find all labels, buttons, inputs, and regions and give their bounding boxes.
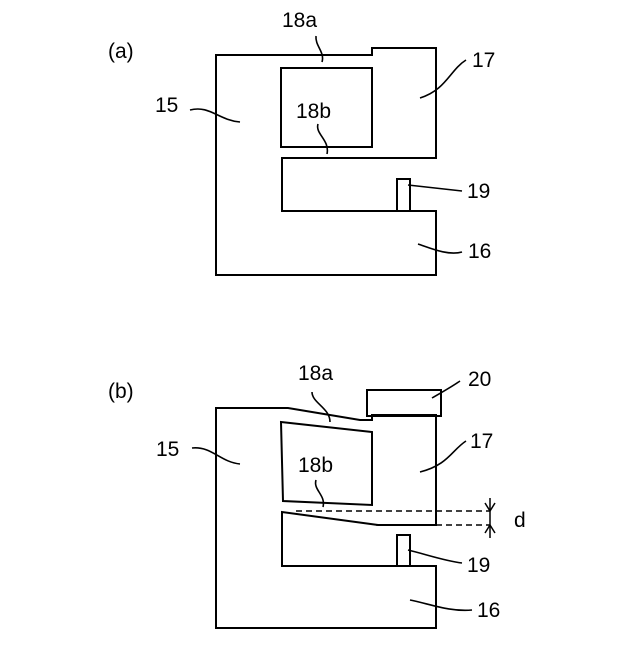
leader-17-a xyxy=(420,60,466,98)
label-20-b: 20 xyxy=(468,368,491,391)
label-18b-b: 18b xyxy=(298,454,333,477)
leader-18a-b xyxy=(312,392,330,422)
label-17-b: 17 xyxy=(470,430,493,453)
leader-19-b xyxy=(408,550,462,563)
label-16-a: 16 xyxy=(468,240,491,263)
leader-17-b xyxy=(420,441,466,472)
leader-16-b xyxy=(410,600,472,610)
label-15-a: 15 xyxy=(155,94,178,117)
label-16-b: 16 xyxy=(477,599,500,622)
caption-b: (b) xyxy=(108,380,134,403)
pad-20-b xyxy=(367,390,441,416)
leader-18a-a xyxy=(316,36,323,62)
label-18a-a: 18a xyxy=(282,9,317,32)
label-d-b: d xyxy=(514,509,526,532)
label-18a-b: 18a xyxy=(298,362,333,385)
caption-a: (a) xyxy=(108,40,134,63)
label-19-b: 19 xyxy=(467,554,490,577)
leader-18b-a xyxy=(318,124,328,154)
block-outline-a xyxy=(216,48,436,275)
leader-19-a xyxy=(408,185,462,191)
label-19-a: 19 xyxy=(467,180,490,203)
label-17-a: 17 xyxy=(472,49,495,72)
leader-16-a xyxy=(418,244,462,253)
figure-b: (b) 15 17 18a 18b 20 d 19 16 xyxy=(108,362,526,628)
label-15-b: 15 xyxy=(156,438,179,461)
gap-dimension-arrows xyxy=(485,498,495,538)
pin-a xyxy=(397,179,410,211)
figure-a: (a) 15 17 18a 18b 19 16 xyxy=(108,9,495,275)
block-outline-b xyxy=(216,408,436,628)
label-18b-a: 18b xyxy=(296,100,331,123)
